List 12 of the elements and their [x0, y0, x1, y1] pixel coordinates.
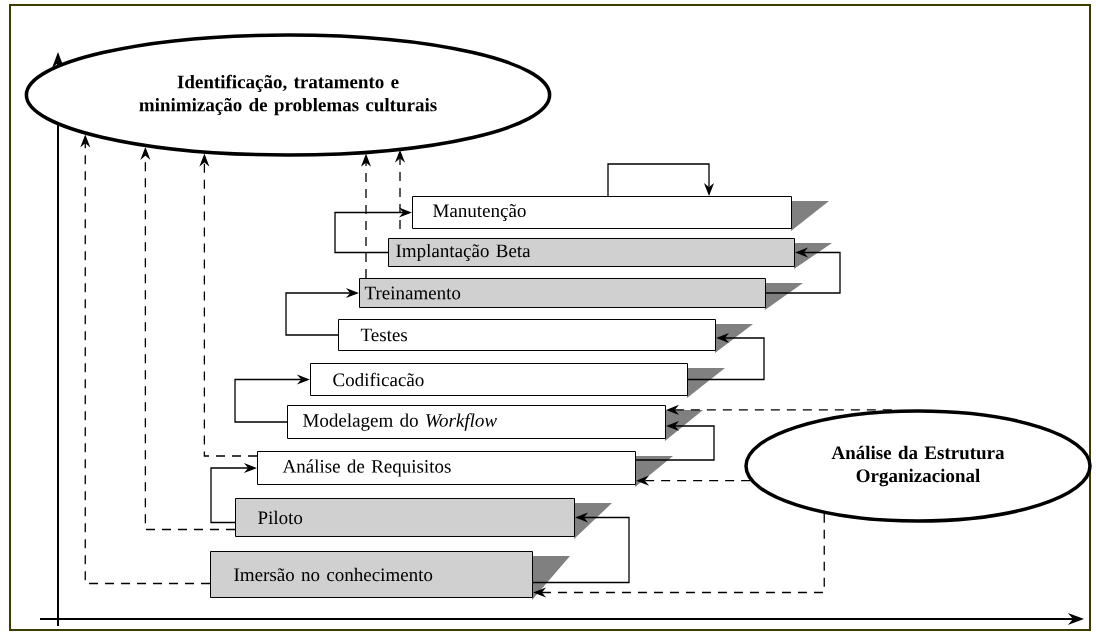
process-box: Modelagem do Workflow: [287, 405, 703, 441]
process-box: Piloto: [235, 498, 612, 539]
ellipse-node: Análise da Estrutura Organizacional: [744, 409, 1092, 523]
process-box: Análise de Requisitos: [257, 451, 673, 487]
process-box: Treinamento: [359, 278, 803, 310]
process-box: Implantação Beta: [388, 238, 832, 269]
process-box: Imersão no conhecimento: [210, 551, 570, 600]
process-box: Codificacão: [310, 363, 725, 398]
process-box: Manutenção: [412, 196, 829, 231]
ellipse-node: Identificação, tratamento e minimização de problemas culturais: [24, 33, 552, 157]
process-box: Testes: [338, 319, 753, 353]
arrow: [607, 163, 715, 197]
